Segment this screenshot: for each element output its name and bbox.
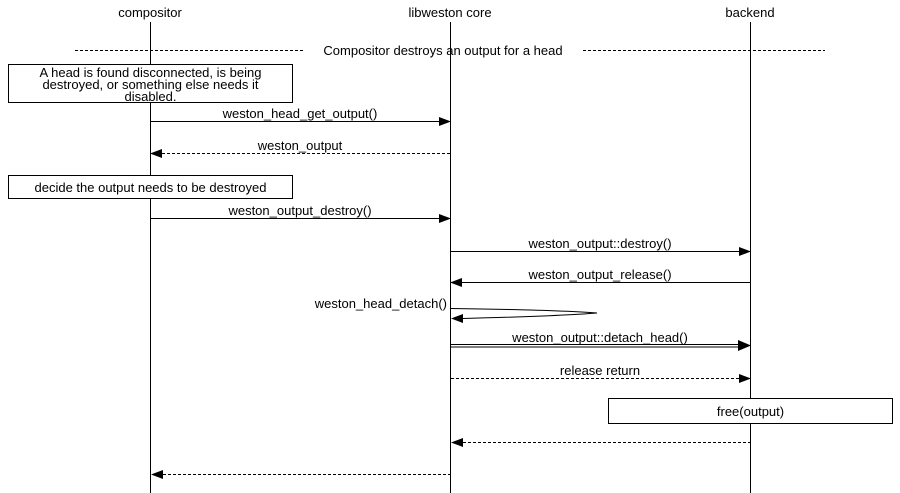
note-head-disconnected-line1: A head is found disconnected, is being: [39, 65, 262, 80]
note-head-disconnected: A head is found disconnected, is being d…: [8, 64, 293, 103]
message-label-weston-output-destroy: weston_output_destroy(): [228, 203, 372, 218]
participant-libweston-core: libweston core: [408, 5, 492, 20]
message-label-weston-output-release: weston_output_release(): [528, 267, 672, 282]
arrowhead-weston-head-detach: [451, 314, 463, 323]
note-free-output: free(output): [608, 398, 893, 424]
arrowhead-weston-output-vfunc-destroy: [739, 247, 751, 256]
arrowhead-return-to-compositor: [151, 470, 163, 479]
arrowhead-weston-output-release: [450, 278, 462, 287]
arrowhead-weston-output-detach-head: [738, 340, 751, 351]
arrowhead-weston-output-return: [150, 149, 162, 158]
note-head-disconnected-line2: destroyed, or something else needs it: [42, 77, 259, 92]
message-label-weston-output-vfunc-destroy: weston_output::destroy(): [528, 236, 672, 251]
arrowhead-weston-output-destroy: [439, 214, 451, 223]
arrowhead-release-return: [739, 374, 751, 383]
arrowhead-return-to-core: [451, 438, 463, 447]
arrowhead-weston-head-get-output: [439, 117, 451, 126]
message-label-weston-head-detach: weston_head_detach(): [314, 296, 447, 311]
note-decide-destroy: decide the output needs to be destroyed: [8, 175, 293, 199]
message-label-weston-output-return: weston_output: [257, 138, 343, 153]
message-label-weston-head-get-output: weston_head_get_output(): [222, 106, 378, 121]
participant-compositor: compositor: [118, 5, 182, 20]
divider-label: Compositor destroys an output for a head: [323, 43, 563, 58]
message-label-release-return: release return: [559, 363, 641, 378]
note-head-disconnected-line3: disabled.: [124, 89, 177, 104]
arrow-weston-head-detach-loop: [450, 308, 598, 319]
participant-backend: backend: [725, 5, 775, 20]
message-label-weston-output-detach-head: weston_output::detach_head(): [512, 330, 688, 345]
